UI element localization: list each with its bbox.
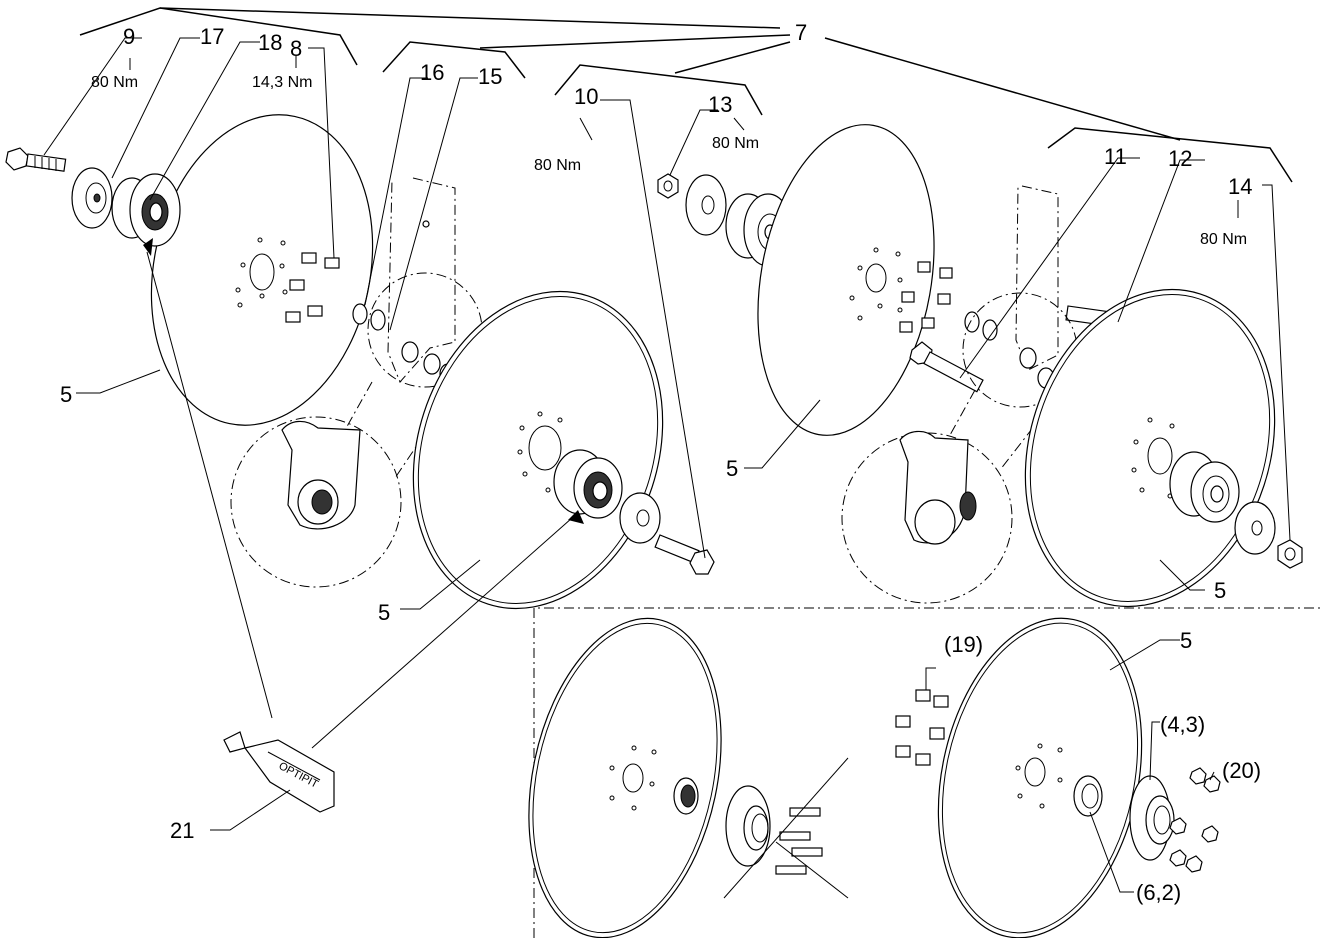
- torque-14: 80 Nm: [1200, 231, 1247, 248]
- label-10: 10: [574, 84, 598, 109]
- label-5-right: 5: [726, 456, 738, 481]
- callout-labels: 7 9 80 Nm 17 18 8 14,3 Nm 16 15 10 80 Nm…: [60, 20, 1261, 905]
- label-5-right-front: 5: [1214, 578, 1226, 603]
- bolt-9: [5, 147, 67, 172]
- washer-17: [71, 167, 113, 229]
- label-14: 14: [1228, 174, 1252, 199]
- label-12: 12: [1168, 146, 1192, 171]
- detail-circle-right: [841, 432, 1013, 604]
- label-6-2: (6,2): [1136, 880, 1181, 905]
- torque-8: 14,3 Nm: [252, 74, 312, 91]
- disc-right: [757, 124, 935, 436]
- detail-circle-left: [230, 416, 402, 588]
- washer-15: [370, 309, 386, 331]
- left-disc-assembly: [5, 114, 483, 588]
- label-7: 7: [795, 20, 807, 45]
- disc-right-front: [1024, 288, 1276, 608]
- right-front-disc: [1024, 288, 1303, 608]
- label-19: (19): [944, 632, 983, 657]
- label-17: 17: [200, 24, 224, 49]
- washer-16: [352, 303, 368, 325]
- torque-9: 80 Nm: [91, 74, 138, 91]
- disc-left-front: [412, 290, 664, 610]
- label-4-3: (4,3): [1160, 712, 1205, 737]
- label-5-left-front: 5: [378, 600, 390, 625]
- nut-14: [1277, 539, 1303, 569]
- torque-10: 80 Nm: [534, 157, 581, 174]
- screws-8: [285, 252, 340, 323]
- label-20: (20): [1222, 758, 1261, 783]
- label-11: 11: [1104, 144, 1127, 169]
- label-18: 18: [258, 30, 282, 55]
- label-8: 8: [290, 36, 302, 61]
- label-13: 13: [708, 92, 732, 117]
- left-front-disc: [412, 290, 715, 610]
- label-9: 9: [123, 24, 135, 49]
- optipit-bottle: OPTIPIT: [223, 731, 335, 813]
- label-5-inset: 5: [1180, 628, 1192, 653]
- label-7-brackets: [79, 7, 1293, 183]
- label-15: 15: [478, 64, 502, 89]
- nut-13: [657, 173, 679, 199]
- torque-13: 80 Nm: [712, 135, 759, 152]
- label-5-left: 5: [60, 382, 72, 407]
- disc-left: [150, 114, 374, 426]
- bottom-inset: [528, 607, 1321, 938]
- leader-lines: [43, 37, 1291, 893]
- label-16: 16: [420, 60, 444, 85]
- label-21: 21: [170, 818, 194, 843]
